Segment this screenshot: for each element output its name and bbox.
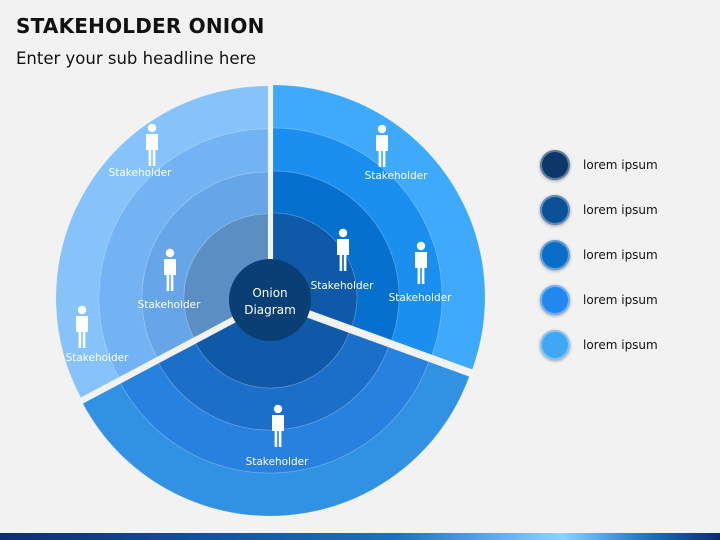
- legend-label: lorem ipsum: [583, 158, 658, 172]
- stakeholder-label: Stakeholder: [365, 170, 429, 182]
- legend-item: lorem ipsum: [540, 330, 710, 364]
- person-icon: [272, 404, 284, 447]
- person-icon: [376, 124, 388, 167]
- stakeholder-3: Stakeholder: [138, 248, 202, 311]
- legend-dot: [540, 285, 570, 315]
- stakeholder-label: Stakeholder: [246, 456, 310, 468]
- stakeholder-6: Stakeholder: [66, 305, 130, 364]
- stakeholder-label: Stakeholder: [311, 280, 375, 292]
- legend-label: lorem ipsum: [583, 293, 658, 307]
- onion-core-circle: [229, 259, 311, 341]
- person-icon: [146, 123, 158, 166]
- onion-core: Onion Diagram: [229, 259, 311, 341]
- center-label-line-1: Onion: [252, 286, 287, 300]
- legend-dot: [540, 150, 570, 180]
- person-icon: [76, 305, 88, 348]
- legend-dot: [540, 195, 570, 225]
- person-icon: [337, 228, 349, 271]
- stakeholder-7: Stakeholder: [246, 404, 310, 468]
- legend-dot: [540, 330, 570, 360]
- page-title: STAKEHOLDER ONION: [16, 14, 265, 38]
- legend-item: lorem ipsum: [540, 285, 710, 319]
- stakeholder-4: Stakeholder: [311, 228, 375, 292]
- person-icon: [415, 241, 427, 284]
- stakeholder-label: Stakeholder: [138, 299, 202, 311]
- legend-label: lorem ipsum: [583, 338, 658, 352]
- bottom-accent-bar: [0, 533, 720, 540]
- page-subtitle: Enter your sub headline here: [16, 49, 257, 68]
- stakeholder-2: Stakeholder: [365, 124, 429, 182]
- center-label-line-2: Diagram: [244, 303, 296, 317]
- legend-label: lorem ipsum: [583, 203, 658, 217]
- legend-item: lorem ipsum: [540, 240, 710, 274]
- stakeholder-label: Stakeholder: [109, 167, 173, 179]
- legend-item: lorem ipsum: [540, 150, 710, 184]
- legend-label: lorem ipsum: [583, 248, 658, 262]
- person-icon: [164, 248, 176, 291]
- stakeholder-1: Stakeholder: [109, 123, 173, 179]
- legend-item: lorem ipsum: [540, 195, 710, 229]
- stakeholder-label: Stakeholder: [389, 292, 453, 304]
- legend-dot: [540, 240, 570, 270]
- stakeholder-5: Stakeholder: [389, 241, 453, 304]
- stakeholder-label: Stakeholder: [66, 352, 130, 364]
